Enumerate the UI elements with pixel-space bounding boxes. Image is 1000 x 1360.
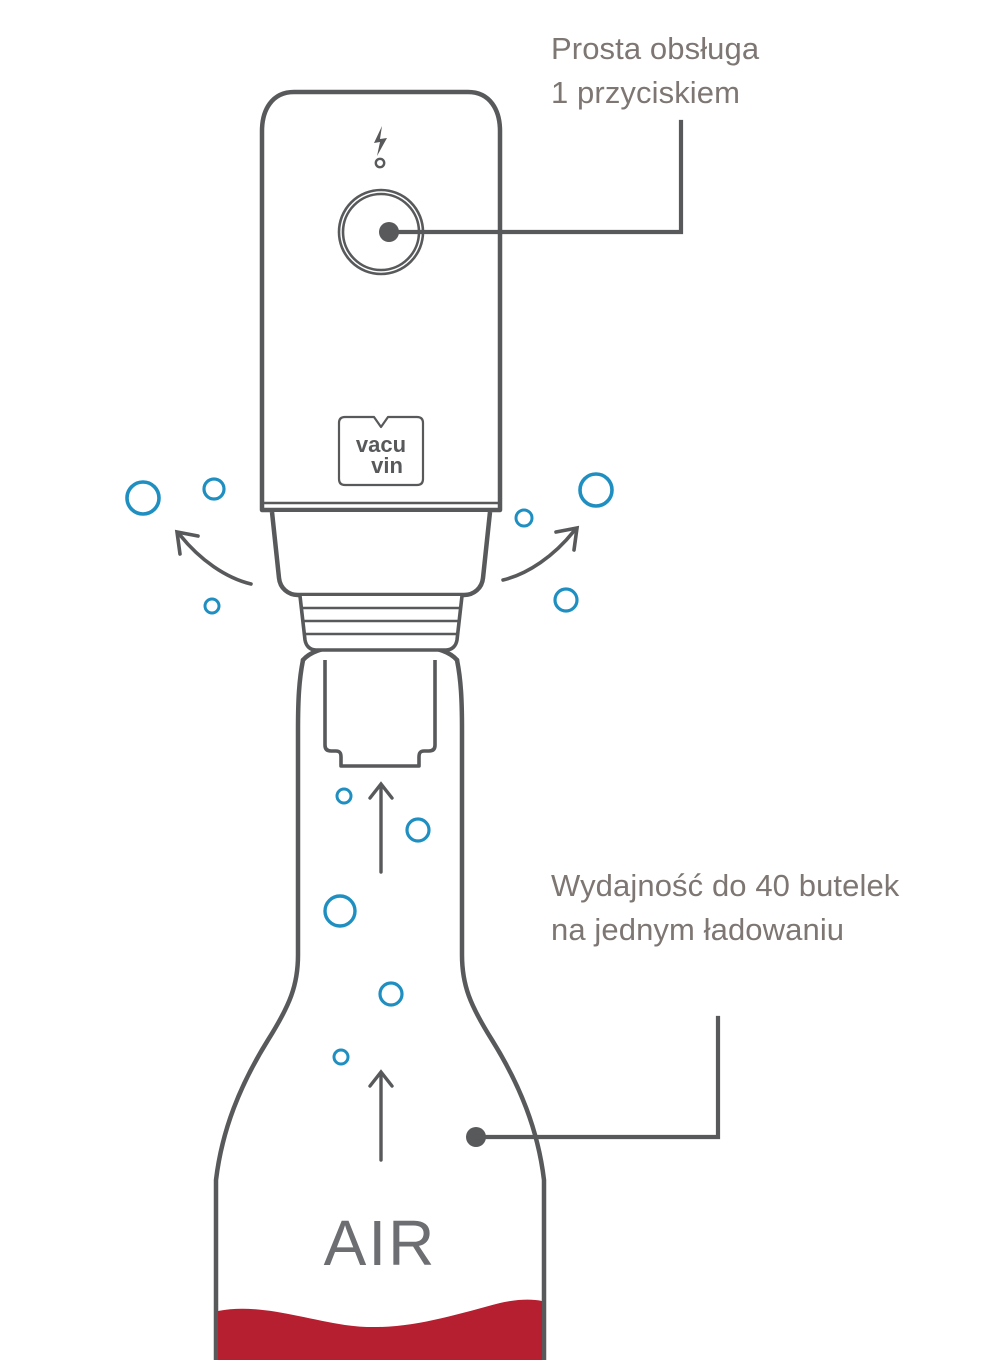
bottle-air-label: AIR <box>324 1207 437 1279</box>
led-dot-icon <box>374 157 386 169</box>
vacu-vin-logo: vacu vin <box>337 415 425 487</box>
wine-preserver-device: vacu vin <box>259 89 503 652</box>
callout-1-line-1: Prosta obsługa <box>551 31 760 66</box>
bubble-icon <box>203 597 221 615</box>
logo-text-line-1: vacu <box>356 432 406 457</box>
bubble-icon <box>553 587 579 613</box>
bubble-icon <box>378 981 404 1007</box>
logo-plate-outline <box>337 415 425 487</box>
bubble-icon <box>514 508 534 528</box>
bubbles-outside-device <box>125 472 614 615</box>
bubble-icon <box>323 894 357 928</box>
bubble-icon <box>202 477 226 501</box>
device-body-outline <box>259 89 503 513</box>
bottle-outline-right <box>454 657 547 1360</box>
wine-fill <box>218 1299 542 1360</box>
bubble-icon <box>405 817 431 843</box>
callout-leader-lines <box>379 119 721 1147</box>
device-skirt-outline <box>269 511 493 598</box>
collar-outline <box>298 595 464 652</box>
curved-arrow-right-icon <box>501 529 576 582</box>
bubble-icon <box>335 787 353 805</box>
curved-arrow-left-head-icon <box>174 529 200 556</box>
callout-2-label: Wydajność do 40 butelek na jednym ładowa… <box>551 864 899 952</box>
wine-bottle: AIR <box>213 643 547 1360</box>
stopper-outline <box>323 660 437 768</box>
air-flow-arrows-inside <box>368 781 394 1162</box>
logo-text-line-2: vin <box>371 453 403 478</box>
callout-1-leader <box>386 119 684 235</box>
callout-1-line-2: 1 przyciskiem <box>551 75 741 110</box>
bubble-icon <box>332 1048 350 1066</box>
lightning-bolt-icon <box>374 126 387 156</box>
bottle-outline <box>213 657 306 1360</box>
callout-2-line-2: na jednym ładowaniu <box>551 912 845 947</box>
arrow-up-head-icon <box>368 781 394 800</box>
stopper-in-neck <box>323 660 437 768</box>
callout-2-leader <box>473 1015 721 1140</box>
device-ribbed-collar <box>298 595 464 652</box>
curved-arrow-right-head-icon <box>554 525 580 552</box>
air-escape-arrows <box>174 525 580 586</box>
arrow-up-head-icon <box>368 1069 394 1088</box>
bubble-icon <box>578 472 614 508</box>
bubbles-inside-bottle <box>323 787 431 1066</box>
callout-2-line-1: Wydajność do 40 butelek <box>551 868 900 903</box>
curved-arrow-left-icon <box>178 533 253 586</box>
bubble-icon <box>125 480 161 516</box>
callout-1-label: Prosta obsługa 1 przyciskiem <box>551 27 759 115</box>
